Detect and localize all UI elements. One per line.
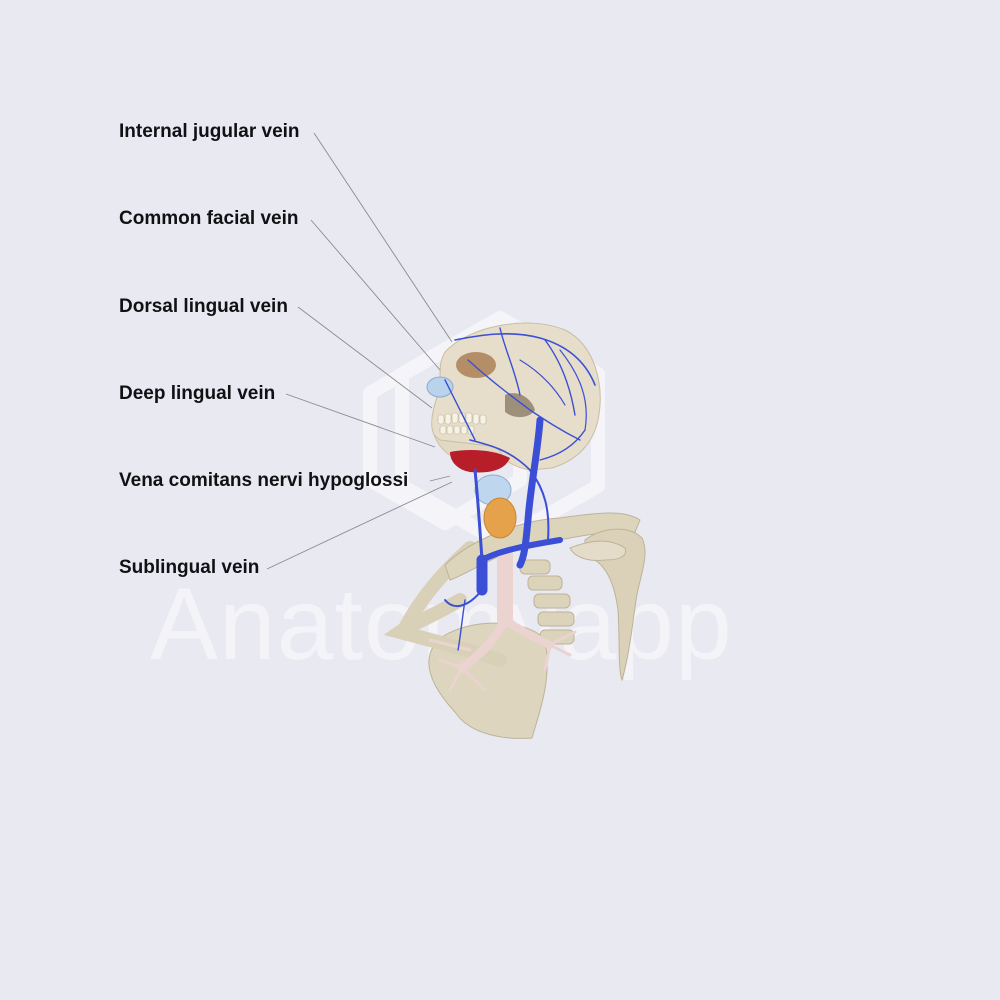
scapula-shape [584, 528, 646, 682]
label-sublingual-vein: Sublingual vein [119, 557, 260, 578]
trachea-bronchi-shape [428, 547, 577, 692]
skull-shape [431, 322, 601, 471]
thyroid-gland-shape [483, 497, 517, 539]
acromion-shape [569, 540, 627, 561]
vertebrae-shape [519, 559, 575, 645]
label-common-facial-vein: Common facial vein [119, 208, 299, 229]
veins-network [444, 327, 596, 651]
label-dorsal-lingual-vein: Dorsal lingual vein [119, 296, 288, 317]
tongue-muscle-shape [450, 450, 510, 473]
label-internal-jugular-vein: Internal jugular vein [119, 121, 300, 142]
label-vena-comitans-nervi-hypoglossi: Vena comitans nervi hypoglossi [119, 470, 409, 491]
label-deep-lingual-vein: Deep lingual vein [119, 383, 276, 404]
